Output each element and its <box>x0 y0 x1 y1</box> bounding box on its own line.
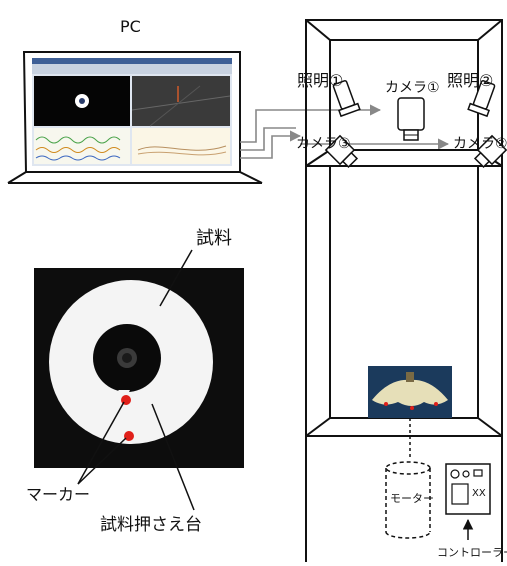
motor-cylinder-icon <box>385 461 431 539</box>
sample-holder-label: 試料押さえ台 <box>100 515 202 535</box>
camera-1-icon <box>397 97 425 141</box>
camera-2-icon <box>473 134 507 169</box>
camera-3-label: カメラ③ <box>296 136 351 152</box>
marker-pointer-2 <box>77 437 127 485</box>
holder-pointer <box>151 403 195 511</box>
camera-3-icon <box>324 134 359 169</box>
pc-label: PC <box>120 17 141 36</box>
light-1-label: 照明① <box>297 71 343 90</box>
connection-lines <box>240 104 450 159</box>
sample-label: 試料 <box>196 228 232 249</box>
sample-photo <box>368 366 452 418</box>
sample-photo-panel <box>34 268 244 468</box>
light-1-icon <box>332 80 361 118</box>
svg-text:XX: XX <box>472 488 486 499</box>
controller-label: コントローラー <box>437 546 507 559</box>
laptop-icon <box>7 51 263 184</box>
camera-1-label: カメラ① <box>385 80 440 96</box>
camera-2-label: カメラ② <box>453 136 507 152</box>
motor-label: モーター <box>390 492 434 505</box>
light-2-icon <box>467 80 496 118</box>
marker-pointer-1 <box>77 401 125 485</box>
light-2-label: 照明② <box>447 71 493 90</box>
pc-screen <box>32 58 232 166</box>
marker-label: マーカー <box>26 485 90 504</box>
controller-box-icon: XX <box>445 463 491 515</box>
sample-pointer <box>159 249 193 307</box>
marker-dot-lower <box>124 431 134 441</box>
